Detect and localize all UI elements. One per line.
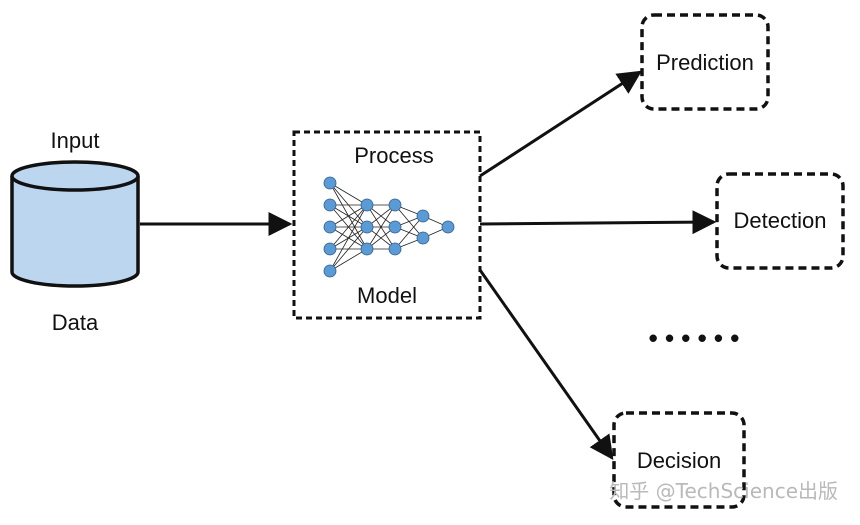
network-connection <box>329 204 368 228</box>
input-database-icon <box>10 160 140 288</box>
arrow-to-decision <box>478 269 614 460</box>
neuron-node <box>323 220 337 234</box>
neuron-node <box>388 220 402 234</box>
neuron-node <box>360 198 374 212</box>
neuron-node <box>323 242 337 256</box>
watermark-text: 知乎 @TechScience出版 <box>609 479 838 503</box>
neuron-node <box>323 264 337 278</box>
neuron-node <box>360 242 374 256</box>
arrow-to-prediction <box>479 70 643 178</box>
network-connection <box>394 215 424 250</box>
network-connection <box>366 204 396 250</box>
neuron-node <box>416 209 430 223</box>
ellipsis-dots: • • • • • • <box>649 323 740 353</box>
network-connection <box>329 226 368 272</box>
neural-network-icon <box>323 176 455 278</box>
network-connection <box>329 204 368 250</box>
process-box <box>292 130 482 320</box>
decision-box <box>612 411 746 509</box>
neuron-node <box>360 220 374 234</box>
neuron-node <box>388 242 402 256</box>
detection-box <box>715 172 845 270</box>
arrow-to-detection <box>479 210 717 235</box>
neuron-node <box>416 231 430 245</box>
detection-label: Detection <box>734 208 827 233</box>
neuron-node <box>388 198 402 212</box>
network-connection <box>329 182 368 206</box>
network-connection <box>329 248 368 272</box>
data-label: Data <box>52 310 99 335</box>
input-label: Input <box>51 128 100 153</box>
decision-label: Decision <box>637 448 721 473</box>
neuron-node <box>323 176 337 190</box>
model-label: Model <box>357 283 417 308</box>
neuron-node <box>323 198 337 212</box>
neuron-node <box>441 220 455 234</box>
process-label: Process <box>354 143 433 168</box>
network-connection <box>329 204 368 272</box>
prediction-label: Prediction <box>656 50 754 75</box>
prediction-box <box>640 13 770 111</box>
